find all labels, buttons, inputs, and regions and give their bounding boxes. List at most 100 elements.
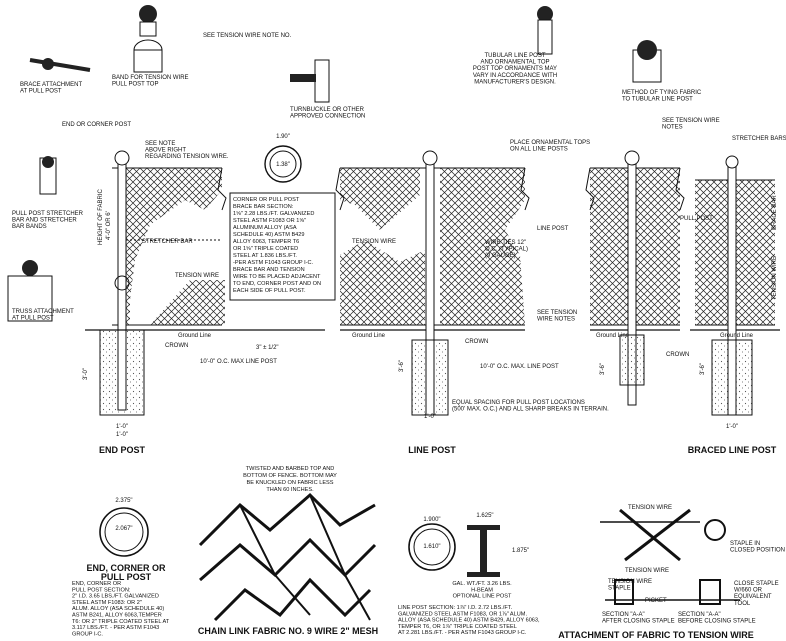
attach-picket: PICKET bbox=[645, 598, 667, 604]
dim-10b: 1'-0" bbox=[424, 414, 436, 420]
crown-1: CROWN bbox=[165, 343, 188, 349]
end-section-note-line-7: 3.117 LBS./FT. - PER ASTM F1043 bbox=[72, 625, 159, 631]
dim-d1: 1.90" bbox=[276, 134, 290, 140]
brace-bar-section bbox=[264, 145, 302, 183]
turnbuckle-label-line-0: TURNBUCKLE OR OTHER bbox=[290, 107, 365, 113]
tubular-line-label-line-2: POST TOP ORNAMENTS MAY bbox=[473, 66, 557, 72]
stretcher-bars-label: STRETCHER BARS bbox=[732, 136, 786, 142]
ornamental-top-icon bbox=[537, 6, 553, 55]
fabric-note-line-3: THAN 60 INCHES. bbox=[266, 487, 314, 493]
end-section-note-line-1: PULL POST SECTION: bbox=[72, 587, 131, 593]
ground-line-4: Ground Line bbox=[720, 333, 754, 339]
brace-attach-label-line-1: AT PULL POST bbox=[20, 89, 62, 95]
braced-line-post bbox=[695, 155, 775, 416]
method-tying-label-line-1: TO TUBULAR LINE POST bbox=[622, 97, 693, 103]
brace-note-line-10: BRACE BAR AND TENSION bbox=[233, 267, 305, 273]
turnbuckle-icon bbox=[290, 59, 330, 103]
see-tension-notes2-label-line-0: SEE TENSION bbox=[537, 310, 577, 316]
end-post-section bbox=[99, 507, 149, 557]
see-tension-notes-label-line-1: NOTES bbox=[662, 125, 683, 131]
brace-bar-label: BRACE BAR bbox=[772, 195, 778, 230]
end-section-note-line-0: END, CORNER OR bbox=[72, 581, 121, 587]
ground-line-1: Ground Line bbox=[178, 333, 212, 339]
brace-note-line-8: STEEL AT 1.836 LBS./FT. bbox=[233, 253, 297, 259]
ground-line-2: Ground Line bbox=[352, 333, 386, 339]
dim-36b: 3'-6" bbox=[399, 360, 405, 372]
brace-note-line-3: STEEL ASTM F1083 OR 1⅝" bbox=[233, 218, 306, 224]
equal-spacing-label-line-1: (500' MAX. O.C.) AND ALL SHARP BREAKS IN… bbox=[452, 407, 609, 413]
method-tying-label-line-0: METHOD OF TYING FABRIC bbox=[622, 90, 702, 96]
attach-section-b-line-0: SECTION "A-A" bbox=[678, 612, 721, 618]
place-tops-label-line-0: PLACE ORNAMENTAL TOPS bbox=[510, 140, 590, 146]
dim-3x1: 3" ± 1/2" bbox=[256, 345, 279, 351]
end-section-title-line-0: END, CORNER OR bbox=[86, 563, 166, 573]
brace-note-line-4: ALUMINUM ALLOY (ASA bbox=[233, 225, 297, 231]
height-label: HEIGHT OF FABRIC bbox=[98, 188, 104, 245]
dim-36d: 3'-6" bbox=[700, 363, 706, 375]
brace-note-line-0: CORNER OR PULL POST bbox=[233, 197, 300, 203]
end-section-note-line-4: ALUM. ALLOY (ASA SCHEDULE 40) bbox=[72, 606, 164, 612]
tension-wire-label: TENSION WIRE bbox=[175, 273, 219, 279]
line-post-title: LINE POST bbox=[408, 445, 456, 455]
line-post-fence-right bbox=[585, 150, 685, 406]
hbeam-note-line-1: H-BEAM bbox=[471, 587, 493, 593]
place-tops-label-line-1: ON ALL LINE POSTS bbox=[510, 147, 568, 153]
line-section-note-line-1: GALVANIZED STEEL ASTM F1083, OR 1⅞" ALUM… bbox=[398, 611, 527, 617]
fabric-title: CHAIN LINK FABRIC NO. 9 WIRE 2" MESH bbox=[198, 626, 378, 636]
end-dim-inner: 2.067" bbox=[115, 526, 132, 532]
brace-attachment-icon bbox=[29, 58, 91, 72]
dim-36c: 3'-6" bbox=[600, 363, 606, 375]
equal-spacing-label-line-0: EQUAL SPACING FOR PULL POST LOCATIONS bbox=[452, 400, 585, 406]
brace-note-line-6: ALLOY 6063, TEMPER T6 bbox=[233, 239, 299, 245]
band-tension-label-line-0: BAND FOR TENSION WIRE bbox=[112, 75, 189, 81]
attach-close-staple-line-1: W/660 OR bbox=[734, 588, 763, 594]
end-section-note-line-3: STEEL ASTM F1083: OR 2" bbox=[72, 600, 142, 606]
attach-section-b-line-1: BEFORE CLOSING STAPLE bbox=[678, 619, 756, 625]
brace-note-line-9: -PER ASTM F1043 GROUP I-C. bbox=[233, 260, 314, 266]
line-post-fence bbox=[335, 150, 530, 416]
end-post-fence bbox=[99, 150, 227, 416]
brace-note-line-1: BRACE BAR SECTION: bbox=[233, 204, 294, 210]
pull-stretcher-label-line-0: PULL POST STRETCHER bbox=[12, 211, 84, 217]
brace-note-box bbox=[229, 192, 336, 301]
brace-attach-label-line-0: BRACE ATTACHMENT bbox=[20, 82, 82, 88]
brace-note-line-12: TO END, CORNER POST AND ON bbox=[233, 281, 321, 287]
truss-attach-label-line-1: AT PULL POST bbox=[12, 316, 54, 322]
ground-line-3: Ground Line bbox=[596, 333, 630, 339]
see-tension-notes-label-line-0: SEE TENSION WIRE bbox=[662, 118, 720, 124]
brace-note-line-13: EACH SIDE OF PULL POST. bbox=[233, 288, 306, 294]
attach-tension-staple-line-1: STAPLE bbox=[608, 586, 631, 592]
see-tension-notes2-label-line-1: WIRE NOTES bbox=[537, 317, 575, 323]
end-post-title: END POST bbox=[99, 445, 146, 455]
tension-wire-v-label: TENSION WIRE bbox=[772, 256, 778, 300]
tubular-line-label-line-3: VARY IN ACCORDANCE WITH bbox=[473, 73, 557, 79]
line-section-note-line-4: AT 2.281 LBS./FT. - PER ASTM F1043 GROUP… bbox=[398, 630, 527, 636]
attach-section-a-line-1: AFTER CLOSING STAPLE bbox=[602, 619, 675, 625]
tying-fabric-icon bbox=[632, 40, 662, 83]
dim-d2: 1.38" bbox=[276, 162, 290, 168]
dim-10d: 1'-0" bbox=[116, 432, 128, 438]
line-section-note-line-3: TEMPER T6, OR 1⅞" TRIPLE COATED STEEL bbox=[398, 624, 517, 630]
line-dim-outer: 1.900" bbox=[423, 517, 440, 523]
attach-tension-a: TENSION WIRE bbox=[628, 505, 672, 511]
line-post-section bbox=[408, 523, 500, 577]
tubular-line-label-line-1: AND ORNAMENTAL TOP bbox=[480, 60, 549, 66]
tubular-line-label-line-4: MANUFACTURER'S DESIGN. bbox=[474, 79, 556, 85]
truss-attachment-icon bbox=[7, 260, 53, 322]
see-notes-label-line-0: SEE NOTE bbox=[145, 141, 175, 147]
pull-stretcher-label-line-2: BAR BANDS bbox=[12, 224, 47, 230]
attach-close-staple-line-3: TOOL bbox=[734, 601, 751, 607]
dim-36: 3'-0" bbox=[83, 368, 89, 380]
wire-ties-label-line-2: (9 GAUGE) bbox=[485, 253, 516, 259]
height2-label: 4'-0" OR 6' bbox=[106, 211, 112, 240]
brace-note-line-7: OR 1⅝" TRIPLE COATED bbox=[233, 246, 298, 252]
attach-close-staple-line-0: CLOSE STAPLE bbox=[734, 581, 779, 587]
dim-10a: 1'-0" bbox=[116, 424, 128, 430]
tension-wire2-label: TENSION WIRE bbox=[352, 239, 396, 245]
hbeam-dim-h: 1.875" bbox=[512, 548, 529, 554]
attachment-detail bbox=[600, 508, 740, 605]
line-post-label: LINE POST bbox=[537, 226, 569, 232]
pull-stretcher-label-line-1: BAR AND STRETCHER bbox=[12, 218, 77, 224]
end-dim-outer: 2.375" bbox=[115, 498, 132, 504]
